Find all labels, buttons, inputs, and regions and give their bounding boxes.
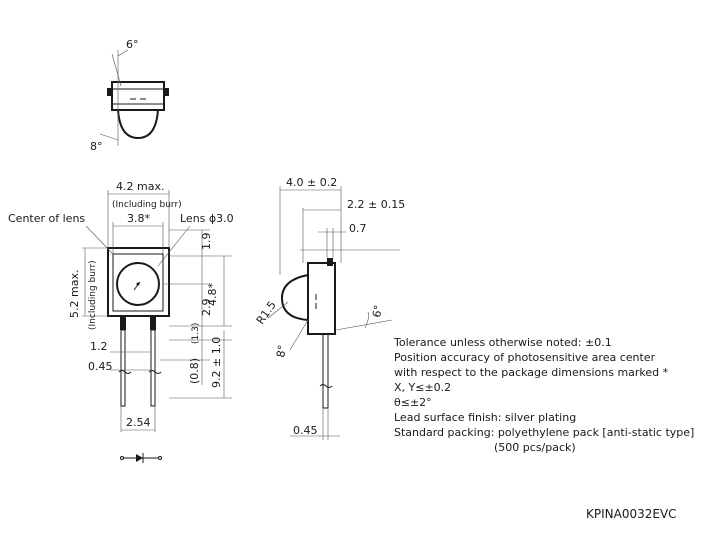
- dim-lead-0-45: 0.45: [88, 360, 113, 373]
- dim-width-max: 4.2 max.: [116, 180, 164, 193]
- notes-block: Tolerance unless otherwise noted: ±0.1 P…: [393, 336, 694, 454]
- dim-1-9: 1.9: [200, 233, 213, 251]
- top-angle-6: 6°: [126, 38, 139, 51]
- dim-side-2-2: 2.2 ± 0.15: [347, 198, 405, 211]
- side-view: 4.0 ± 0.2 2.2 ± 0.15 0.7 R1.5 6° 8° 0.45: [254, 176, 405, 440]
- dim-side-r1-5: R1.5: [254, 299, 279, 327]
- note-packing-count: (500 pcs/pack): [494, 441, 576, 454]
- dim-4-8: 4.8*: [206, 283, 219, 306]
- note-packing: Standard packing: polyethylene pack [ant…: [394, 426, 694, 439]
- dim-side-4-0: 4.0 ± 0.2: [286, 176, 337, 189]
- note-package-dims: with respect to the package dimensions m…: [394, 366, 669, 379]
- dim-lead-1-2: 1.2: [90, 340, 108, 353]
- photodiode-symbol: [120, 453, 162, 463]
- note-position-accuracy: Position accuracy of photosensitive area…: [394, 351, 656, 364]
- label-lens-dia: Lens ϕ3.0: [180, 212, 234, 225]
- side-angle-6: 6°: [370, 304, 385, 319]
- side-body: [307, 262, 336, 335]
- label-center-of-lens: Center of lens: [8, 212, 85, 225]
- drawing-code: KPINA0032EVC: [586, 507, 677, 521]
- dim-1-3: (1.3): [191, 323, 201, 344]
- dim-side-0-7: 0.7: [349, 222, 367, 235]
- note-xy: X, Y≤±0.2: [394, 381, 451, 394]
- dim-9-2: 9.2 ± 1.0: [210, 337, 223, 388]
- dim-width-burr: (Including burr): [112, 200, 182, 210]
- top-view: 6° 8°: [90, 38, 169, 153]
- front-view: 4.2 max. (Including burr) 3.8* Center of…: [8, 180, 234, 463]
- dim-height-max: 5.2 max.: [68, 270, 81, 318]
- dim-pitch-2-54: 2.54: [126, 416, 151, 429]
- top-view-body: [111, 81, 165, 111]
- dim-height-burr: (Including burr): [88, 260, 98, 330]
- front-body: [107, 247, 170, 317]
- dim-lens-width: 3.8*: [127, 212, 150, 225]
- note-lead-finish: Lead surface finish: silver plating: [394, 411, 576, 424]
- top-angle-8: 8°: [90, 140, 103, 153]
- side-angle-8: 8°: [274, 344, 289, 359]
- dim-side-0-45: 0.45: [293, 424, 318, 437]
- note-tolerance: Tolerance unless otherwise noted: ±0.1: [393, 336, 612, 349]
- note-theta: θ≤±2°: [394, 396, 432, 409]
- top-view-lens: [117, 109, 159, 140]
- dim-2-9: 2.9: [200, 299, 213, 317]
- front-lens: [116, 262, 160, 306]
- dim-0-8: (0.8): [188, 358, 201, 384]
- side-lens: [280, 274, 309, 321]
